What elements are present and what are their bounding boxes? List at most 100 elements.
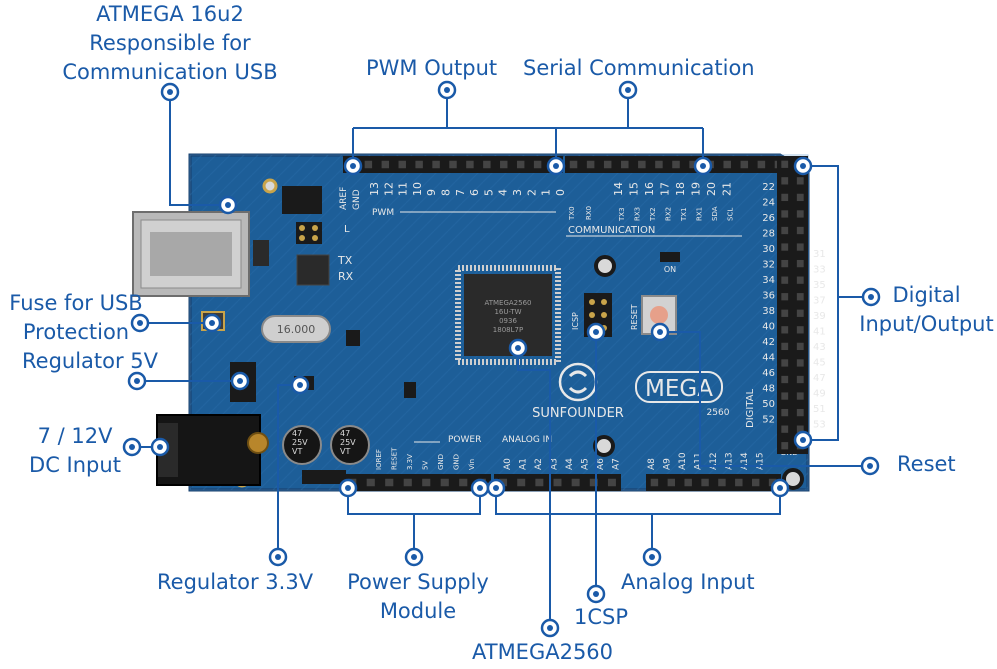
header-socket [381, 160, 390, 169]
pin-label-comm-18: 18 [674, 182, 687, 196]
callout-marker-dot [137, 320, 143, 326]
pin-label-analog-A0: A0 [503, 458, 513, 470]
pin-label-comm-17: 17 [659, 182, 672, 196]
pin-label-analog-A14: A14 [740, 452, 750, 470]
pin-label-comm-name-RX1: RX1 [696, 207, 704, 221]
header-socket [781, 342, 789, 351]
chip-text-3: 0936 [499, 317, 517, 325]
callout-marker-dot [411, 554, 417, 560]
pin-label-digital-48: 48 [762, 384, 775, 395]
pin-label-analog-A4: A4 [565, 458, 575, 470]
header-socket [796, 210, 804, 218]
callout-pwm-output: PWM Output [366, 56, 498, 80]
pin-label-digital-44: 44 [762, 353, 775, 364]
header-socket [781, 276, 789, 284]
aref-label: AREF [339, 187, 349, 210]
header-socket [796, 193, 804, 202]
pin-label-power-0: IOREF [375, 449, 383, 470]
icsp-silk: ICSP [571, 312, 580, 330]
pin-label-power-1: RESET [391, 447, 399, 470]
header-socket [781, 375, 789, 384]
header-socket [751, 478, 760, 487]
pin-label-comm-14: 14 [612, 182, 625, 196]
callout-marker-dot [275, 554, 281, 560]
cap-1-voltage: 25V [292, 438, 308, 447]
pin-label-power-2: 3.3V [406, 454, 414, 470]
pin-label-comm-20: 20 [705, 182, 718, 196]
leader-line [660, 331, 866, 467]
power-silk: POWER [448, 435, 481, 445]
pin-label-analog-A6: A6 [596, 458, 606, 470]
header-socket [689, 160, 697, 169]
header-socket [781, 177, 789, 185]
callout-marker-dot [237, 378, 243, 384]
dc-jack [156, 414, 269, 486]
header-socket [781, 226, 789, 235]
pin-label-top-13: 13 [368, 182, 381, 196]
header-socket [796, 326, 804, 334]
callout-marker-dot [800, 163, 806, 169]
callout-atmega16u2: ATMEGA 16u2 Responsible for Communicatio… [50, 0, 290, 87]
header-socket [586, 160, 595, 169]
callout-atmega16u2-line3: Communication USB [62, 60, 278, 84]
cap-2-voltage: 25V [340, 438, 356, 447]
pin-label-top-11: 11 [397, 182, 410, 196]
pin-label-digital-39: 39 [813, 311, 826, 322]
leader-line [803, 165, 839, 441]
pin-label-digital-35: 35 [813, 280, 826, 291]
pin-label-comm-21: 21 [721, 182, 734, 196]
callout-icsp: 1CSP [574, 605, 629, 629]
header-socket [672, 160, 680, 169]
pin-label-analog-A15: A15 [756, 452, 766, 470]
pin-label-top-8: 8 [440, 189, 453, 196]
pin-label-digital-47: 47 [813, 373, 826, 384]
callout-marker-dot [493, 485, 499, 491]
header-socket [466, 160, 474, 169]
header-socket [607, 478, 616, 487]
pin-label-digital-43: 43 [813, 342, 826, 353]
callout-marker-dot [553, 163, 559, 169]
header-socket [768, 478, 777, 487]
header-socket [781, 309, 789, 317]
pin-label-comm-19: 19 [690, 182, 703, 196]
on-led-label: ON [664, 265, 676, 274]
pin-label-digital-28: 28 [762, 229, 775, 240]
pin-label-power-4: GND [437, 454, 445, 470]
header-socket [569, 160, 578, 169]
header-socket [684, 478, 692, 487]
header-socket [781, 408, 789, 417]
callout-fuse: Fuse for USB Protection [0, 289, 152, 347]
pin-label-digital-31: 31 [813, 249, 826, 260]
callout-marker-dot [700, 163, 706, 169]
tx-led-label: TX [337, 254, 353, 267]
callout-marker-dot [129, 444, 135, 450]
header-socket [422, 478, 431, 487]
pin-label-digital-34: 34 [762, 275, 775, 286]
pin-label-power-3: 5V [422, 461, 430, 470]
header-socket [621, 160, 629, 169]
callout-marker-dot [167, 89, 173, 95]
header-socket [398, 160, 406, 169]
callout-digital-io: Digital Input/Output [856, 281, 997, 339]
callout-marker-dot [593, 591, 599, 597]
header-socket [757, 160, 766, 169]
cap-2-brand: VT [340, 447, 350, 456]
rx-led-label: RX [338, 270, 354, 283]
pin-label-analog-A10: A10 [678, 452, 688, 470]
header-socket [796, 293, 804, 301]
header-socket [735, 478, 743, 487]
callout-marker-dot [867, 463, 873, 469]
pin-label-digital-24: 24 [762, 198, 775, 209]
callout-power-supply: Power Supply Module [330, 568, 506, 626]
chip-text-2: 16U-TW [494, 308, 521, 316]
header-socket [516, 160, 525, 169]
pin-label-top-6: 6 [468, 189, 481, 196]
pwm-silk: PWM [372, 208, 394, 218]
callout-digital-line2: Input/Output [859, 312, 994, 336]
header-socket [796, 425, 804, 433]
capacitors: 47 25V VT 47 25V VT [282, 425, 370, 465]
pin-label-digital-22: 22 [762, 182, 775, 193]
pin-label-digital-51: 51 [813, 404, 826, 415]
pin-label-analog-A8: A8 [647, 458, 657, 470]
